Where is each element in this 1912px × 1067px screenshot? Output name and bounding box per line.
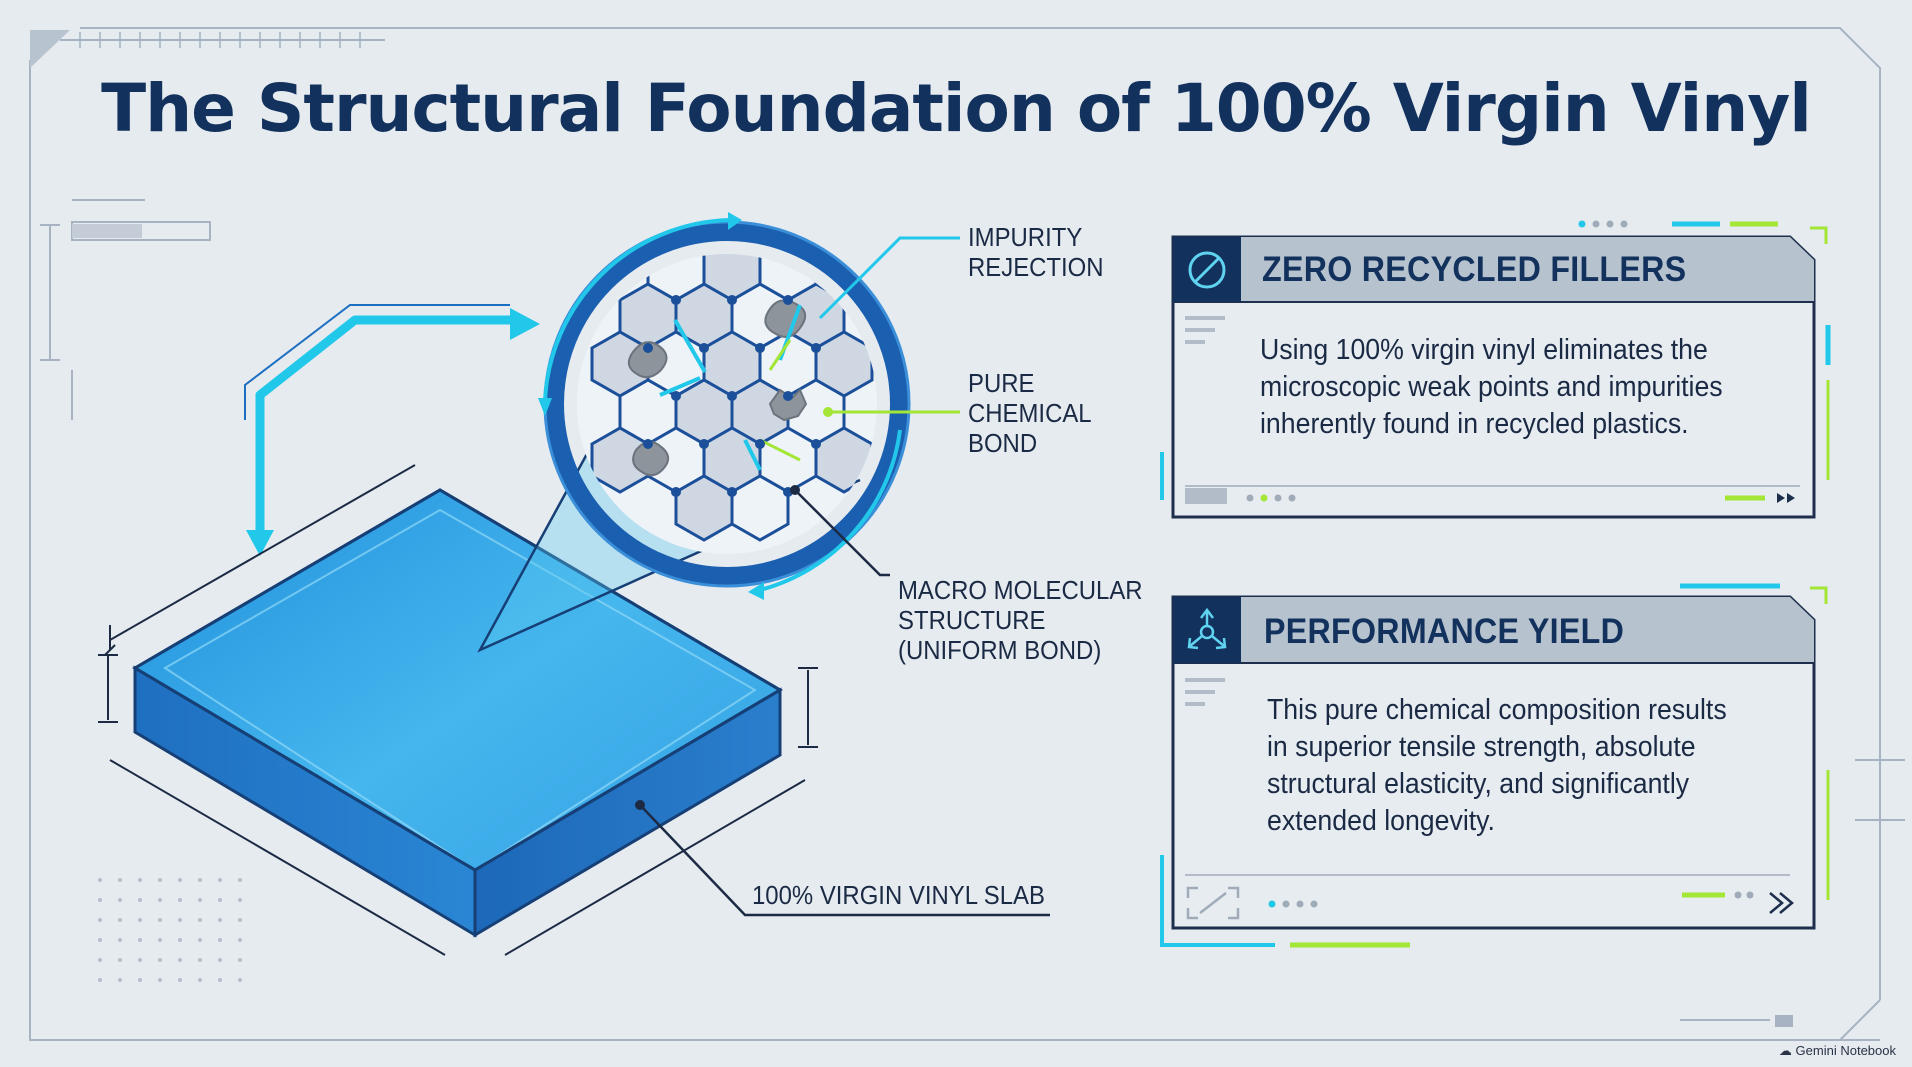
callout-leaders <box>635 236 1050 917</box>
dimension-lines <box>98 464 818 956</box>
card-2-title: PERFORMANCE YIELD <box>1264 612 1625 651</box>
card-1-body: Using 100% virgin vinyl eliminates the m… <box>1260 334 1723 440</box>
molecule-arrows-icon <box>1187 607 1227 650</box>
callout-slab-label: 100% VIRGIN VINYL SLAB <box>752 880 1045 910</box>
callout-impurity-rejection: IMPURITY REJECTION <box>968 222 1104 282</box>
vinyl-slab <box>132 488 783 938</box>
card-performance-yield <box>1160 583 1830 948</box>
flow-arrow <box>244 304 540 556</box>
credit-text: Gemini Notebook <box>1795 1043 1896 1058</box>
page-title: The Structural Foundation of 100% Virgin… <box>101 70 1812 147</box>
card-zero-recycled-fillers <box>1160 220 1831 519</box>
expand-icon <box>1186 886 1240 920</box>
card-1-title: ZERO RECYCLED FILLERS <box>1262 250 1687 289</box>
credit-watermark: ☁ Gemini Notebook <box>1779 1043 1896 1059</box>
callout-macro-structure: MACRO MOLECULAR STRUCTURE (UNIFORM BOND) <box>898 575 1143 665</box>
card-2-body: This pure chemical composition results i… <box>1267 694 1727 837</box>
cloud-logo-icon: ☁ <box>1778 1043 1792 1058</box>
prohibited-icon <box>1188 251 1226 289</box>
magnifier-lens <box>538 212 911 600</box>
callout-pure-chemical-bond: PURE CHEMICAL BOND <box>968 368 1092 458</box>
